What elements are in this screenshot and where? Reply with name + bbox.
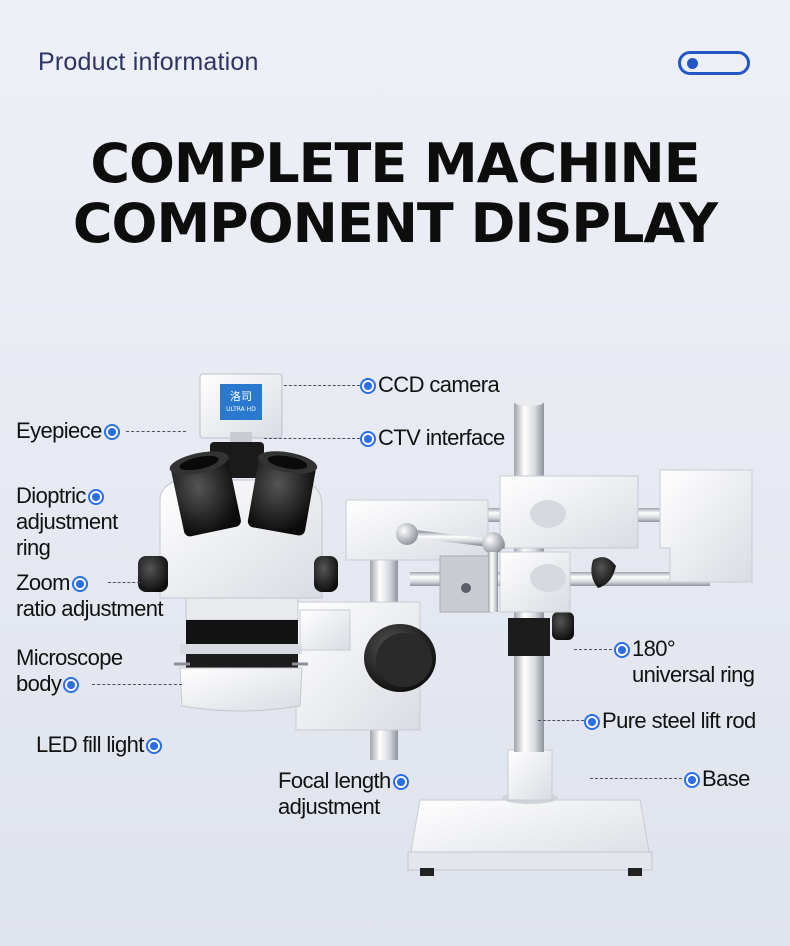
camera-tag: ULTRA HD (226, 406, 256, 413)
focus-holder (295, 499, 506, 760)
callout-text: adjustment (278, 794, 380, 819)
callout-text: ratio adjustment (16, 596, 164, 621)
callout-text: Dioptric (16, 483, 86, 508)
ccd-camera-body (199, 373, 283, 444)
leader-eyepiece (126, 431, 186, 432)
callout-dot-icon (63, 677, 80, 694)
callout-dot-icon (614, 642, 630, 659)
leader-ring (574, 649, 612, 650)
leader-body (92, 684, 182, 685)
callout-ctv-interface: CTV interface (358, 425, 505, 451)
callout-dot-icon (360, 378, 376, 395)
microscope-head (138, 442, 351, 712)
callout-text: universal ring (632, 662, 755, 687)
toggle-switch-icon[interactable] (678, 51, 750, 75)
headline-line-2: COMPONENT DISPLAY (72, 192, 718, 255)
camera-brand: 洛司 (230, 390, 252, 403)
callout-dioptric: Dioptric adjustment ring (16, 483, 118, 561)
headline-line-1: COMPLETE MACHINE (90, 132, 700, 195)
callout-text: LED fill light (36, 732, 144, 757)
leader-ctv (264, 438, 360, 439)
callout-dot-icon (87, 489, 104, 506)
leader-ccd (284, 385, 360, 386)
callout-text: Pure steel lift rod (602, 708, 756, 733)
section-title: Product information (38, 48, 259, 76)
callout-zoom: Zoom ratio adjustment (16, 570, 164, 622)
leader-zoom (108, 582, 140, 583)
callout-eyepiece: Eyepiece (16, 418, 122, 444)
callout-text: body (16, 671, 62, 696)
callout-focal-length: Focal length adjustment (278, 768, 411, 820)
toggle-knob (687, 58, 698, 69)
callout-lift-rod: Pure steel lift rod (582, 708, 756, 734)
callout-text: Eyepiece (16, 418, 102, 443)
callout-dot-icon (684, 772, 700, 789)
callout-text: Base (702, 766, 750, 791)
leader-rod (538, 720, 584, 721)
base-plate (407, 749, 653, 876)
callout-text: Focal length (278, 768, 391, 793)
callout-ccd-camera: CCD camera (358, 372, 500, 398)
callout-dot-icon (103, 424, 120, 441)
callout-dot-icon (584, 714, 600, 731)
callout-led-fill-light: LED fill light (36, 732, 164, 758)
callout-text: CCD camera (378, 372, 500, 397)
callout-dot-icon (392, 774, 409, 791)
callout-dot-icon (360, 431, 376, 448)
callout-text: CTV interface (378, 425, 505, 450)
callout-text: Zoom (16, 570, 70, 595)
callout-universal-ring: 180° universal ring (612, 636, 755, 688)
callout-dot-icon (145, 738, 162, 755)
callout-text: adjustment (16, 509, 118, 534)
callout-base: Base (682, 766, 750, 792)
leader-base (590, 778, 682, 779)
callout-dot-icon (71, 576, 88, 593)
callout-text: ring (16, 535, 51, 560)
callout-text: Microscope (16, 645, 123, 670)
callout-microscope-body: Microscope body (16, 645, 123, 697)
callout-text: 180° (632, 636, 676, 661)
